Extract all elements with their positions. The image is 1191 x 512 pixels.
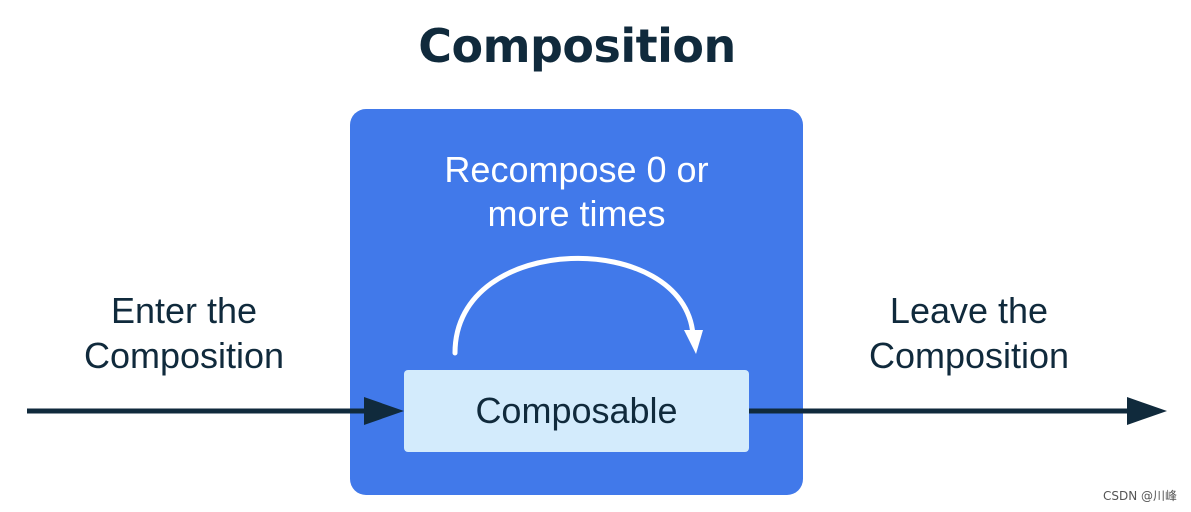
leave-flow-arrowhead [1127,397,1167,425]
recompose-loop-arrow [452,256,696,356]
enter-flow-arrowhead [364,397,404,425]
composable-node: Composable [404,370,749,452]
watermark: CSDN @川峰 [1102,489,1177,503]
recompose-label: Recompose 0 or more times [444,149,709,234]
recompose-loop-arrowhead [684,330,703,354]
leave-composition-label: Leave the Composition [868,290,1070,376]
enter-composition-label: Enter the Composition [83,290,285,376]
diagram-title: Composition [418,19,736,73]
